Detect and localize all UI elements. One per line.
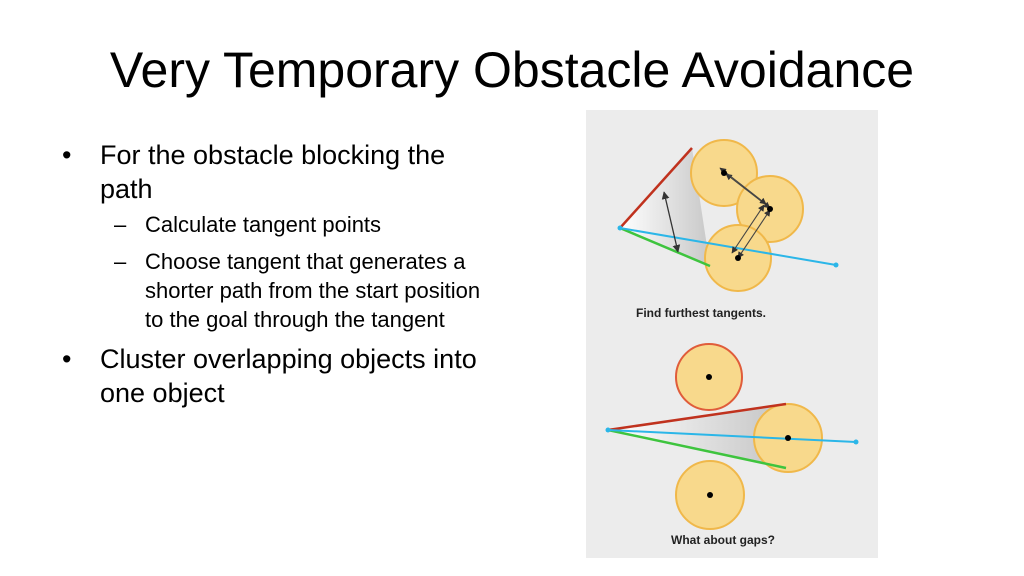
dash-icon: – [114,212,127,237]
sub-bullet-text: Choose tangent that generates a shorter … [145,249,481,332]
start-point [617,225,623,231]
center-link-arrow [719,167,767,205]
path-line-blue [607,429,857,443]
bullet-text: Cluster overlapping objects into one obj… [100,344,477,408]
caption-bottom: What about gaps? [671,533,775,547]
obstacle-center [785,435,791,441]
goal-point [853,439,859,445]
center-link-arrow [731,204,765,254]
obstacle-center [735,255,741,261]
sub-bullet-text: Calculate tangent points [145,212,382,237]
start-point [605,427,611,433]
bullet-item-2: • Cluster overlapping objects into one o… [62,342,492,410]
bullet-icon: • [62,344,72,374]
tangent-line-red [607,402,787,432]
bullet-icon: • [62,140,72,170]
tangent-choice-arrow [661,191,681,253]
obstacle-center [767,206,773,212]
bullet-text: For the obstacle blocking the path [100,140,446,204]
tangent-line-green [607,428,787,470]
caption-top: Find furthest tangents. [636,306,766,320]
goal-point [833,262,839,268]
bullet-item-1: • For the obstacle blocking the path – C… [62,138,492,334]
obstacle-center [707,492,713,498]
slide-title: Very Temporary Obstacle Avoidance [109,42,915,98]
tangent-line-red [619,147,693,229]
bullet-list: • For the obstacle blocking the path – C… [62,138,492,414]
path-line-blue [619,227,837,266]
tangent-diagram: Find furthest tangents. What about gaps? [586,110,878,558]
tangent-diagram-svg: Find furthest tangents. What about gaps? [605,139,859,547]
obstacle-center [721,170,727,176]
sub-bullet-item: – Choose tangent that generates a shorte… [100,247,492,334]
obstacle-center [706,374,712,380]
tangent-wedge [608,404,786,468]
sub-bullet-item: – Calculate tangent points [100,210,492,239]
dash-icon: – [114,249,127,274]
